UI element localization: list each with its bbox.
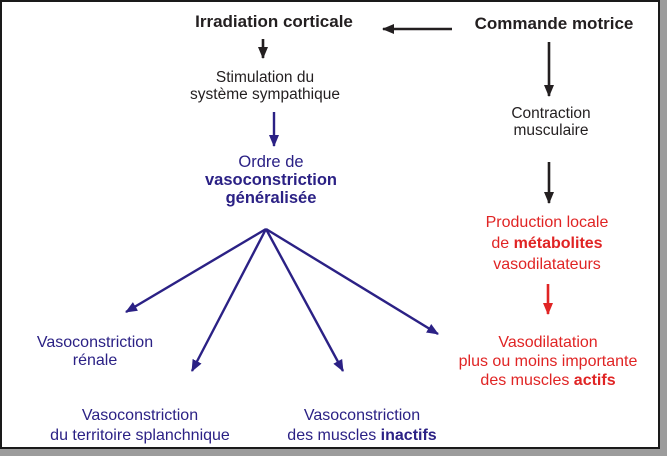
node-production-metabolites: Production locale de métabolites vasodil… bbox=[486, 212, 609, 275]
renale-line1: Vasoconstriction bbox=[36, 334, 154, 351]
muscles-inactifs-line2-pre: des muscles bbox=[287, 427, 381, 444]
node-contraction-musculaire: Contraction musculaire bbox=[511, 105, 590, 139]
production-line3: vasodilatateurs bbox=[493, 256, 601, 273]
production-line2-bold: métabolites bbox=[513, 235, 603, 252]
vasodilatation-line3: des muscles actifs bbox=[459, 371, 638, 390]
splanchnique-line1: Vasoconstriction bbox=[81, 407, 199, 424]
muscles-inactifs-line2-bold: inactifs bbox=[380, 427, 437, 444]
ordre-line2: vasoconstriction bbox=[204, 171, 338, 189]
ordre-line3: généralisée bbox=[225, 189, 317, 207]
stimulation-line1: Stimulation du bbox=[215, 69, 315, 86]
renale-line2: rénale bbox=[72, 352, 118, 369]
node-commande-motrice: Commande motrice bbox=[475, 15, 634, 32]
node-irradiation-corticale: Irradiation corticale bbox=[195, 13, 353, 30]
node-stimulation-sympathique: Stimulation du système sympathique bbox=[190, 69, 340, 103]
node-vasodilatation-muscles-actifs: Vasodilatation plus ou moins importante … bbox=[459, 333, 638, 390]
muscles-inactifs-line1: Vasoconstriction bbox=[303, 407, 421, 424]
vasodilatation-line2: plus ou moins importante bbox=[458, 353, 638, 370]
production-line2: de métabolites bbox=[486, 233, 609, 254]
splanchnique-line2: du territoire splanchnique bbox=[50, 427, 230, 444]
production-line2-pre: de bbox=[491, 235, 514, 252]
vasodilatation-line1: Vasodilatation bbox=[498, 334, 598, 351]
irradiation-label: Irradiation corticale bbox=[195, 12, 353, 31]
muscles-inactifs-line2: des muscles inactifs bbox=[287, 426, 436, 446]
node-vasoconstriction-splanchnique: Vasoconstriction du territoire splanchni… bbox=[50, 406, 230, 446]
contraction-line2: musculaire bbox=[513, 122, 589, 139]
ordre-line1: Ordre de bbox=[238, 153, 304, 171]
commande-label: Commande motrice bbox=[474, 14, 634, 33]
node-vasoconstriction-muscles-inactifs: Vasoconstriction des muscles inactifs bbox=[287, 406, 436, 446]
vasodilatation-line3-pre: des muscles bbox=[480, 372, 574, 389]
node-vasoconstriction-renale: Vasoconstriction rénale bbox=[37, 334, 153, 370]
stimulation-line2: système sympathique bbox=[190, 86, 340, 103]
production-line1: Production locale bbox=[485, 214, 609, 231]
contraction-line1: Contraction bbox=[511, 105, 591, 122]
node-ordre-vasoconstriction: Ordre de vasoconstriction généralisée bbox=[205, 153, 337, 207]
vasodilatation-line3-bold: actifs bbox=[573, 372, 616, 389]
